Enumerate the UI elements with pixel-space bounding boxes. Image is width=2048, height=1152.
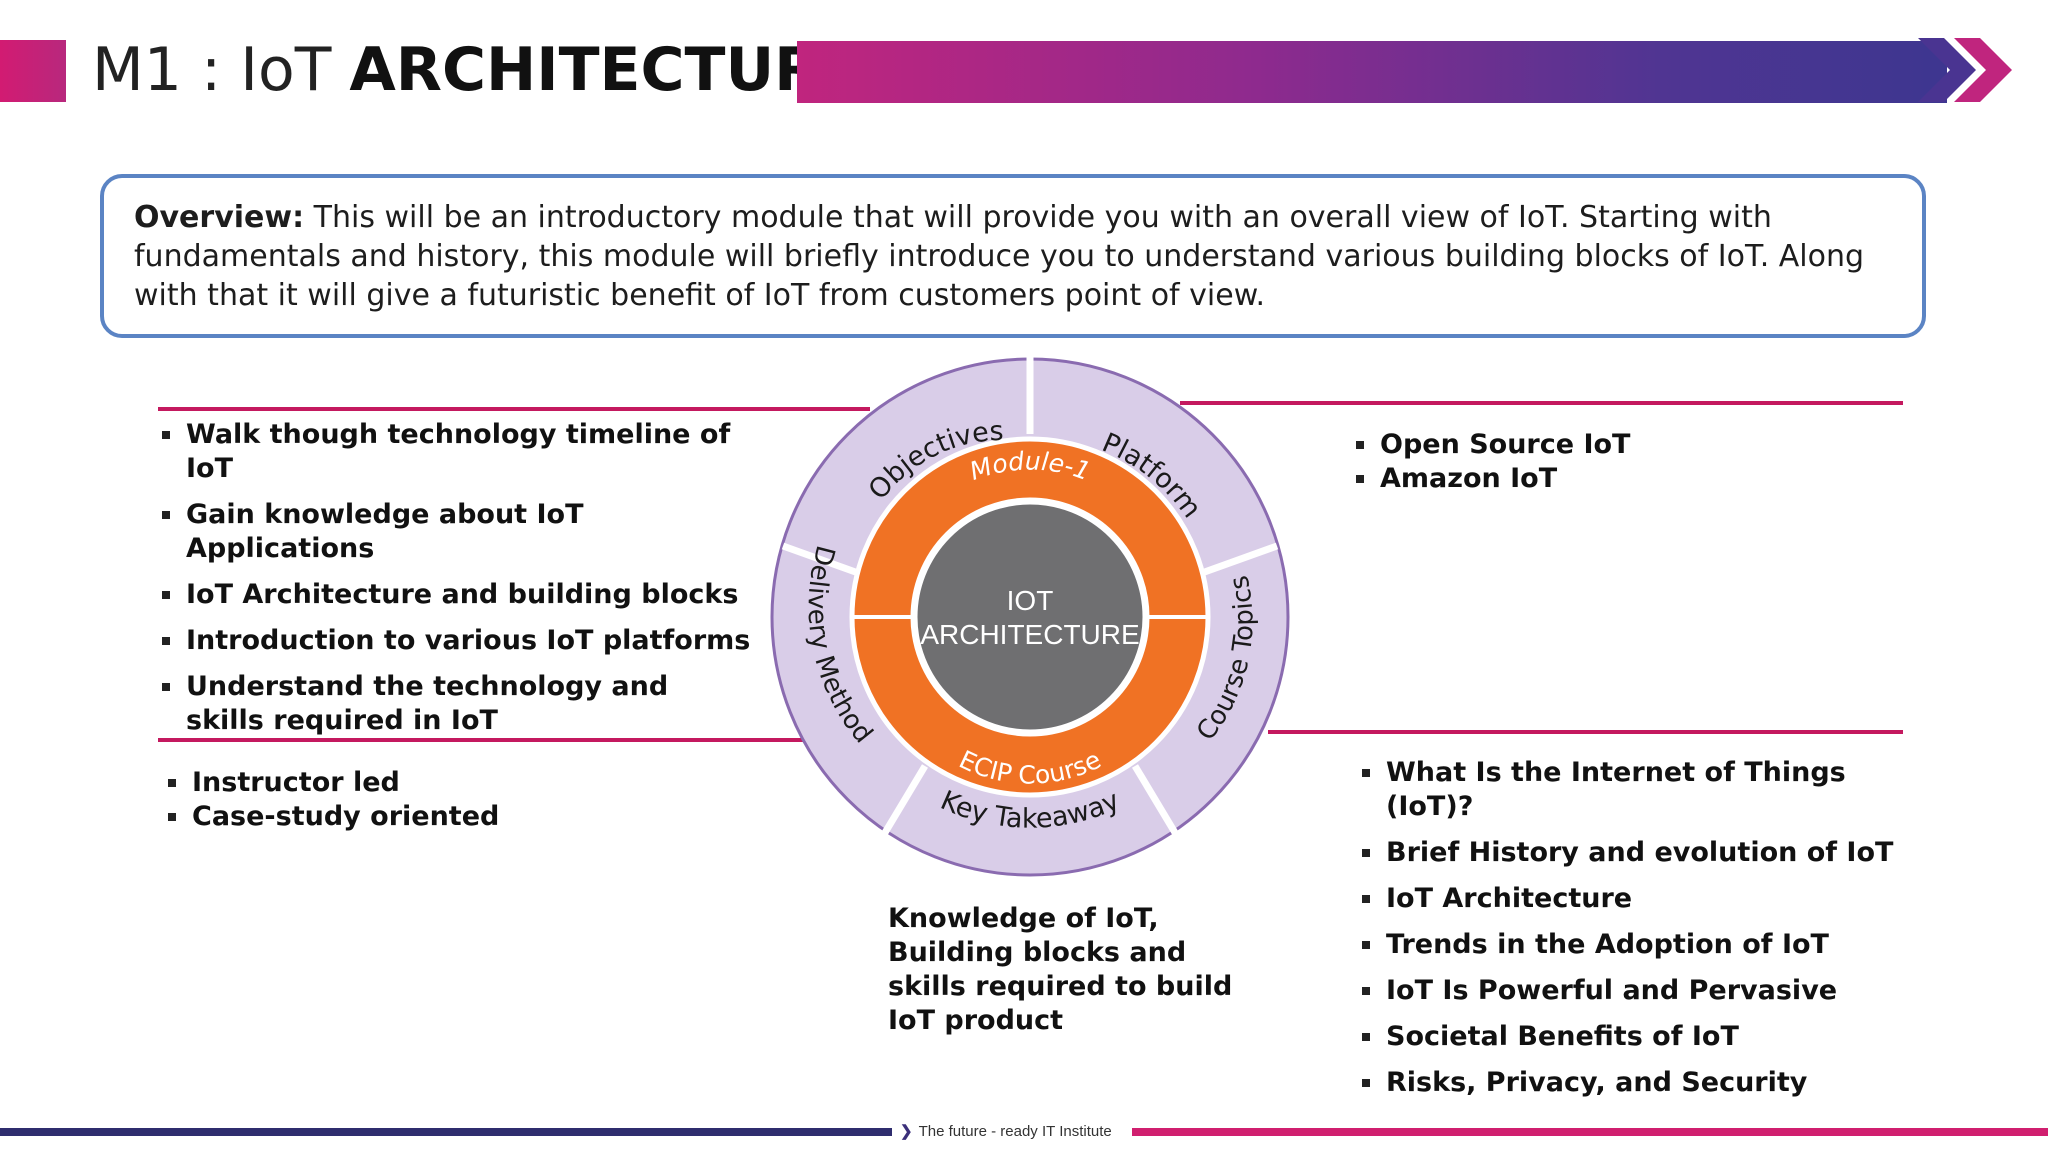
header-gradient-bar — [797, 41, 1947, 103]
list-item: Gain knowledge about IoT Applications — [160, 498, 780, 566]
course-topics-list: What Is the Internet of Things (IoT)? Br… — [1360, 756, 1920, 1112]
list-item: Case-study oriented — [166, 800, 586, 834]
overview-label: Overview: — [134, 200, 305, 235]
objectives-divider — [158, 407, 870, 411]
platform-list: Open Source IoT Amazon IoT — [1354, 428, 1754, 496]
center-label-line1: IOT — [1007, 585, 1054, 616]
header-accent-block — [0, 40, 66, 102]
overview-box: Overview: This will be an introductory m… — [100, 174, 1926, 338]
module-wheel-diagram: IOT ARCHITECTURE Module-1 ECIP Course Ob… — [770, 354, 1290, 877]
footer-bar-right — [1132, 1128, 2048, 1136]
list-item: What Is the Internet of Things (IoT)? — [1360, 756, 1920, 824]
overview-text: This will be an introductory module that… — [134, 200, 1865, 313]
list-item: Risks, Privacy, and Security — [1360, 1066, 1920, 1100]
list-item: Open Source IoT — [1354, 428, 1754, 462]
page-title-main: ARCHITECTURE — [349, 35, 862, 105]
platform-divider — [1180, 401, 1903, 405]
topics-divider — [1268, 730, 1903, 734]
list-item: IoT Architecture — [1360, 882, 1920, 916]
double-chevron-icon — [1918, 38, 2012, 102]
footer-bar-left — [0, 1128, 892, 1136]
list-item: Introduction to various IoT platforms — [160, 624, 780, 658]
center-label-line2: ARCHITECTURE — [920, 619, 1139, 650]
list-item: IoT Is Powerful and Pervasive — [1360, 974, 1920, 1008]
chevron-right-icon: ❯ — [900, 1123, 913, 1140]
list-item: Amazon IoT — [1354, 462, 1754, 496]
footer-tagline: ❯ The future - ready IT Institute — [900, 1120, 1112, 1144]
list-item: Brief History and evolution of IoT — [1360, 836, 1920, 870]
key-takeaway-text: Knowledge of IoT, Building blocks and sk… — [888, 903, 1233, 1036]
list-item: Understand the technology and skills req… — [160, 670, 706, 738]
list-item: Instructor led — [166, 766, 586, 800]
list-item: Walk though technology timeline of IoT — [160, 418, 780, 486]
delivery-divider — [158, 738, 808, 742]
footer-tagline-text: The future - ready IT Institute — [918, 1123, 1112, 1140]
objectives-list: Walk though technology timeline of IoT G… — [160, 418, 780, 750]
page-title-prefix: M1 : IoT — [92, 35, 332, 105]
list-item: Societal Benefits of IoT — [1360, 1020, 1920, 1054]
list-item: Trends in the Adoption of IoT — [1360, 928, 1920, 962]
delivery-method-list: Instructor led Case-study oriented — [166, 766, 586, 834]
center-hub — [910, 497, 1150, 737]
list-item: IoT Architecture and building blocks — [160, 578, 780, 612]
